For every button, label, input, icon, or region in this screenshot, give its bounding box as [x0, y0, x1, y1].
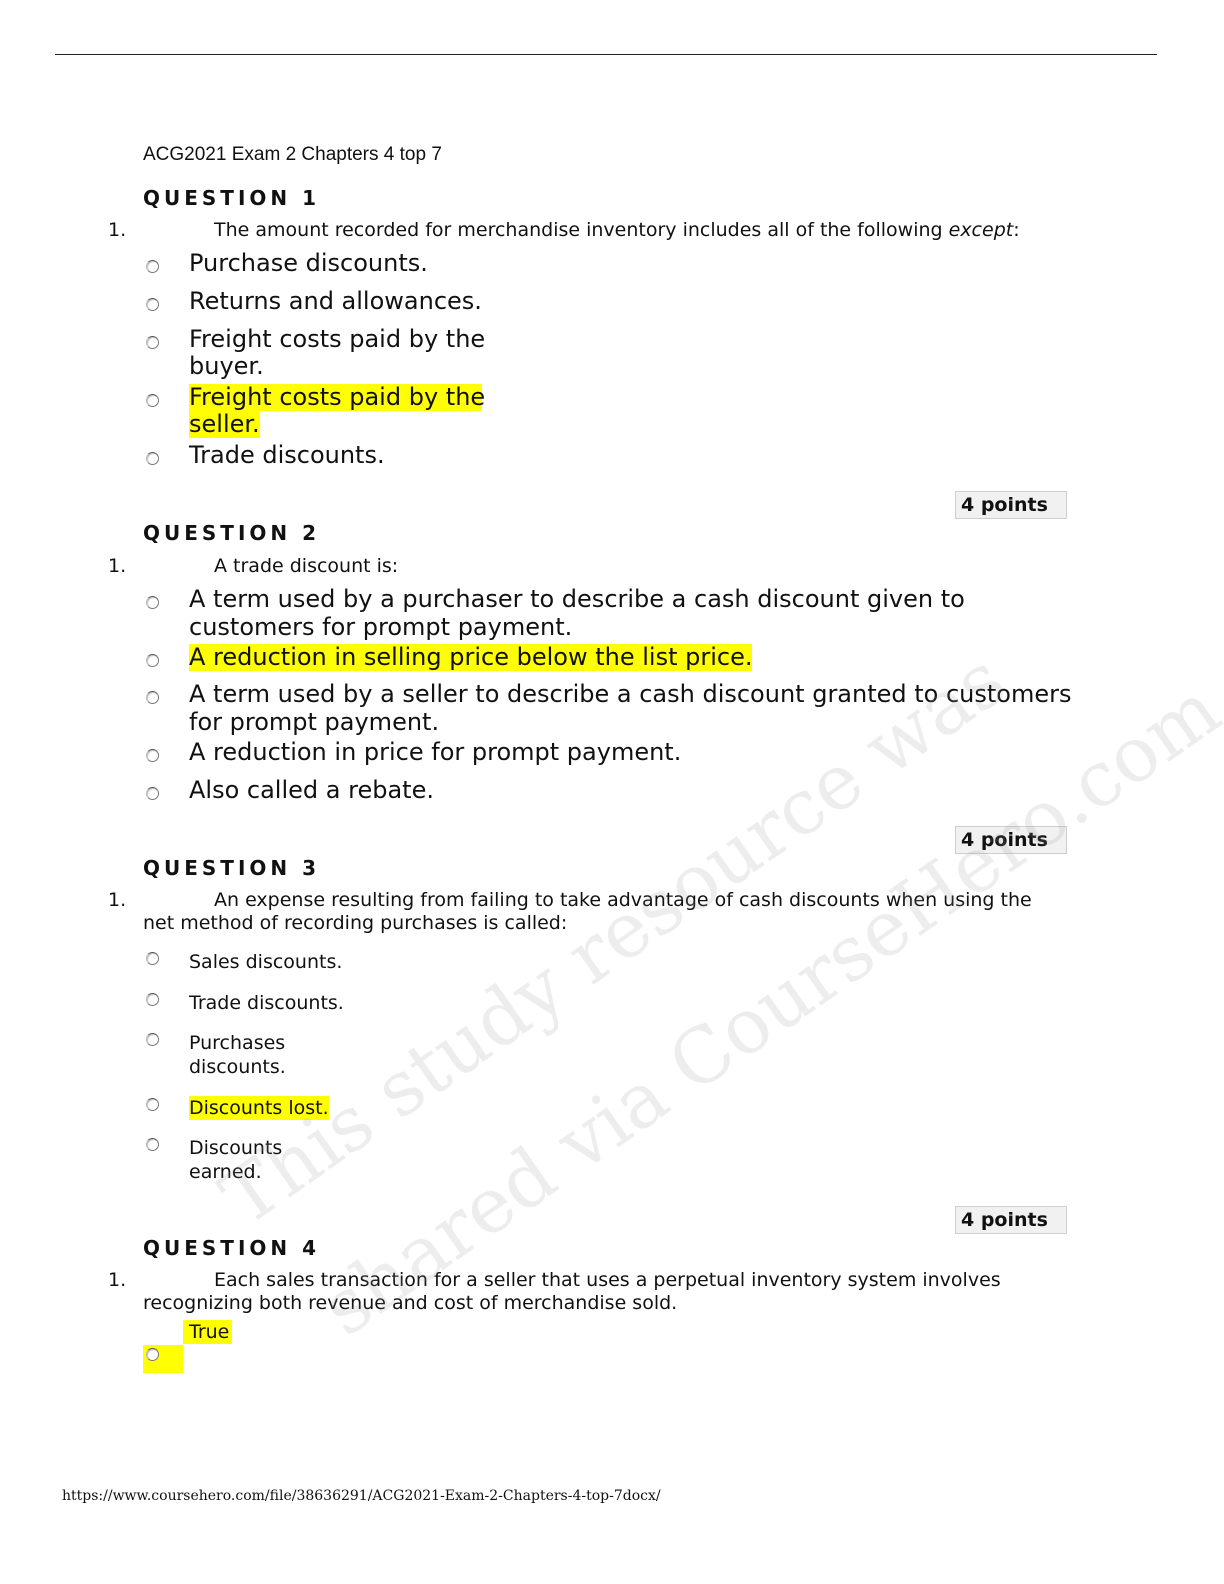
option-text-line-1: Purchases — [189, 1032, 286, 1054]
radio-button-icon[interactable] — [146, 596, 159, 609]
option-text: True — [183, 1320, 233, 1344]
radio-button-icon[interactable] — [146, 691, 159, 704]
question-4-number: 1. — [108, 1269, 127, 1291]
radio-button-icon[interactable] — [146, 952, 159, 965]
question-3-prompt-line-2: net method of recording purchases is cal… — [143, 912, 568, 934]
option-text-line-2: customers for prompt payment. — [189, 613, 573, 641]
option-text: A reduction in price for prompt payment. — [189, 738, 682, 766]
question-3-prompt-line-1: An expense resulting from failing to tak… — [214, 889, 1032, 911]
question-4-prompt-line-2: recognizing both revenue and cost of mer… — [143, 1292, 678, 1314]
radio-button-icon[interactable] — [146, 1033, 159, 1046]
option-text: Trade discounts. — [189, 441, 385, 469]
radio-button-icon[interactable] — [146, 1098, 159, 1111]
option-text-line-2: earned. — [189, 1161, 262, 1183]
question-1-number: 1. — [108, 219, 127, 241]
radio-button-icon[interactable] — [146, 298, 159, 311]
option-text-line-1: A term used by a seller to describe a ca… — [189, 680, 1072, 708]
option-text-line-1: A term used by a purchaser to describe a… — [189, 585, 965, 613]
radio-button-icon[interactable] — [146, 993, 159, 1006]
question-2-number: 1. — [108, 555, 127, 577]
option-text: Purchase discounts. — [189, 249, 428, 277]
option-text-line-1: Discounts — [189, 1137, 283, 1159]
option-text-line-2: for prompt payment. — [189, 708, 440, 736]
radio-button-icon[interactable] — [146, 749, 159, 762]
option-text: Also called a rebate. — [189, 776, 434, 804]
question-1-prompt: The amount recorded for merchandise inve… — [214, 219, 1020, 242]
footer-url: https://www.coursehero.com/file/38636291… — [62, 1488, 661, 1504]
question-2-heading: QUESTION 2 — [143, 521, 321, 545]
radio-button-icon[interactable] — [146, 336, 159, 349]
question-4-heading: QUESTION 4 — [143, 1236, 321, 1260]
radio-button-icon[interactable] — [146, 394, 159, 407]
radio-button-icon[interactable] — [146, 1138, 159, 1151]
option-text: Trade discounts. — [189, 992, 344, 1014]
radio-button-icon[interactable] — [146, 1348, 159, 1361]
option-text: Sales discounts. — [189, 951, 343, 973]
question-4-prompt-line-1: Each sales transaction for a seller that… — [214, 1269, 1001, 1291]
radio-button-icon[interactable] — [146, 654, 159, 667]
question-1-prompt-end: : — [1013, 219, 1020, 241]
question-3-heading: QUESTION 3 — [143, 856, 321, 880]
option-text-line-2: discounts. — [189, 1056, 286, 1078]
question-2-points-badge: 4 points — [955, 826, 1067, 854]
radio-button-icon[interactable] — [146, 452, 159, 465]
question-1-heading: QUESTION 1 — [143, 186, 321, 210]
question-3-number: 1. — [108, 889, 127, 911]
document-title: ACG2021 Exam 2 Chapters 4 top 7 — [143, 144, 442, 165]
option-text: Returns and allowances. — [189, 287, 482, 315]
radio-button-icon[interactable] — [146, 260, 159, 273]
option-text-line-2: buyer. — [189, 352, 264, 380]
question-1-prompt-part: The amount recorded for merchandise inve… — [214, 219, 949, 241]
option-text: A reduction in selling price below the l… — [189, 643, 753, 671]
option-text-line-2: seller. — [189, 410, 260, 438]
question-1-prompt-emphasis: except — [948, 219, 1014, 241]
top-rule — [55, 54, 1157, 55]
question-3-points-badge: 4 points — [955, 1206, 1067, 1234]
option-text: Discounts lost. — [189, 1096, 329, 1120]
question-2-prompt: A trade discount is: — [214, 555, 399, 577]
option-text-line-1: Freight costs paid by the — [189, 325, 486, 353]
question-1-points-badge: 4 points — [955, 491, 1067, 519]
option-text-line-1: Freight costs paid by the — [189, 383, 486, 411]
watermark-line-2: shared via CourseHero.com — [305, 664, 1224, 1353]
radio-button-icon[interactable] — [146, 787, 159, 800]
